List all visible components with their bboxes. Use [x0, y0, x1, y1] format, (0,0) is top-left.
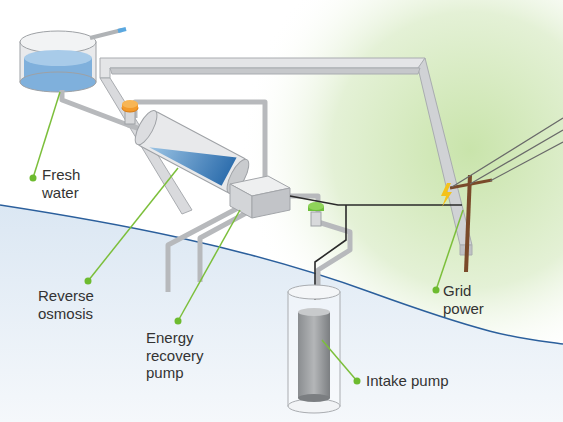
intake-pump — [288, 285, 340, 413]
callout-label: Grid power — [443, 282, 495, 317]
callout-label: Intake pump — [366, 372, 449, 390]
power-cable — [290, 196, 462, 300]
shoreline — [0, 205, 563, 344]
power-pole — [441, 118, 563, 272]
callout-label: Energy recovery pump — [146, 329, 224, 382]
valve — [308, 202, 324, 226]
basin-walls — [100, 58, 472, 255]
callout-label: Reverse osmosis — [38, 287, 120, 322]
pipes — [62, 90, 350, 300]
leader-dots — [30, 175, 440, 385]
callout-label: Fresh water — [42, 166, 102, 201]
fresh-water-tank — [20, 29, 126, 92]
valve — [122, 100, 138, 124]
sea — [0, 205, 563, 422]
leader-lines — [33, 92, 463, 381]
